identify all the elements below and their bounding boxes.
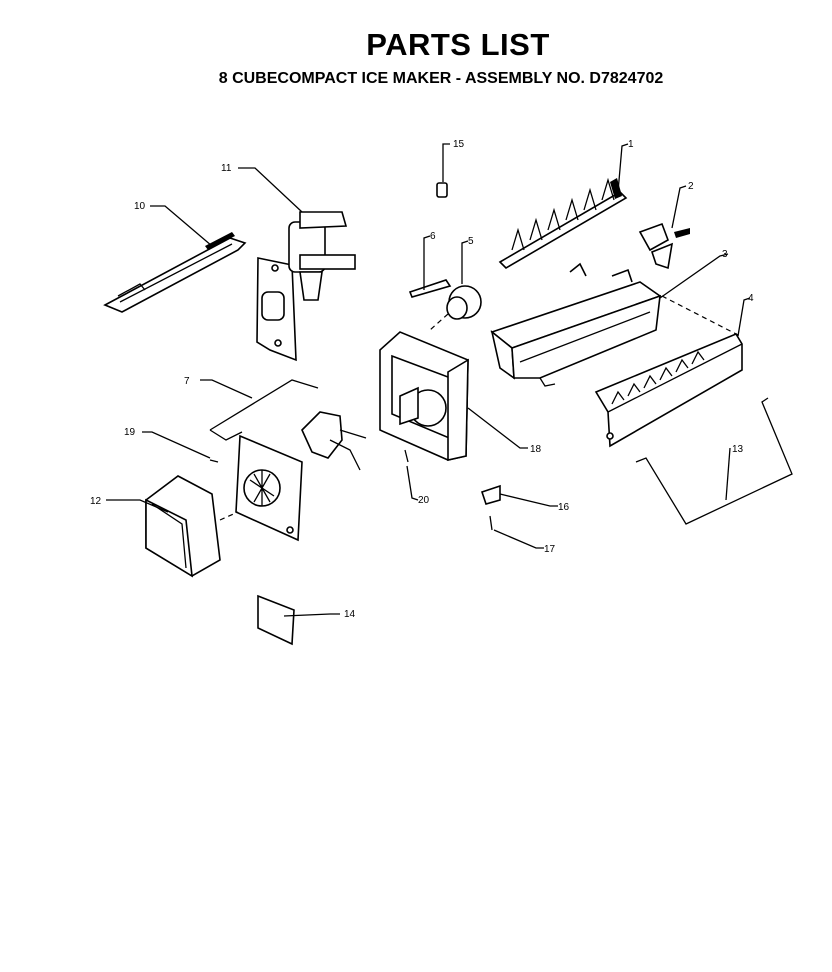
leader-12	[106, 499, 169, 513]
leader-11	[238, 167, 303, 213]
leader-15	[442, 143, 450, 182]
part-11-water-valve	[256, 211, 356, 362]
callout-16: 16	[558, 502, 570, 513]
part-18-housing	[379, 331, 469, 461]
leader-16	[499, 493, 558, 507]
callout-5: 5	[468, 236, 474, 247]
part-4-guard	[594, 332, 743, 448]
part-15-clip	[436, 182, 448, 198]
dashed-link-5	[429, 313, 449, 331]
dashed-link-12	[219, 511, 239, 521]
part-17-screw	[489, 515, 493, 531]
leader-4	[737, 297, 751, 337]
callout-18: 18	[530, 444, 542, 455]
callout-14: 14	[344, 609, 356, 620]
callout-10: 10	[134, 201, 146, 212]
part-10-bracket	[103, 232, 247, 313]
callout-3: 3	[722, 249, 728, 260]
callout-6: 6	[430, 231, 436, 242]
callout-1: 1	[628, 139, 634, 150]
leader-2	[671, 185, 687, 229]
callout-19: 19	[124, 427, 136, 438]
leader-7	[200, 379, 253, 399]
callout-15: 15	[453, 139, 465, 150]
leader-19	[142, 431, 211, 459]
part-2-bearing	[638, 222, 690, 270]
callout-4: 4	[748, 293, 754, 304]
part-5-motor	[446, 285, 482, 320]
part-1-stripper	[498, 177, 628, 270]
part-19-screw	[209, 459, 219, 463]
leader-13	[725, 447, 731, 501]
part-12-cover	[145, 475, 221, 578]
page-title: PARTS LIST	[366, 27, 550, 62]
dashed-link-3-4	[661, 295, 741, 337]
part-3-ice-mold	[490, 262, 662, 387]
part-16-bracket	[480, 484, 501, 505]
part-6-arm	[408, 279, 452, 298]
callout-13: 13	[732, 444, 744, 455]
callout-17: 17	[544, 544, 556, 555]
leader-17	[493, 529, 544, 549]
part-7-wire	[209, 379, 319, 441]
part-14-label	[257, 594, 295, 646]
leader-6	[423, 235, 431, 290]
callout-7: 7	[184, 376, 190, 387]
part-13-shutoff-arm	[635, 397, 793, 525]
leader-18	[467, 407, 528, 449]
callout-11: 11	[221, 163, 232, 174]
callout-12: 12	[90, 496, 102, 507]
leader-10	[150, 205, 213, 247]
leader-3	[659, 253, 729, 299]
part-20-screw	[404, 449, 409, 463]
assembly-subtitle: 8 CUBECOMPACT ICE MAKER - ASSEMBLY NO. D…	[218, 70, 664, 87]
leader-14	[283, 613, 340, 617]
part-mounting-plate	[235, 434, 303, 542]
part-motor-cam	[301, 411, 367, 471]
callout-20: 20	[418, 495, 430, 506]
callout-2: 2	[688, 181, 694, 192]
leader-20	[406, 465, 419, 501]
leader-5	[461, 240, 469, 284]
leader-1	[617, 143, 629, 193]
